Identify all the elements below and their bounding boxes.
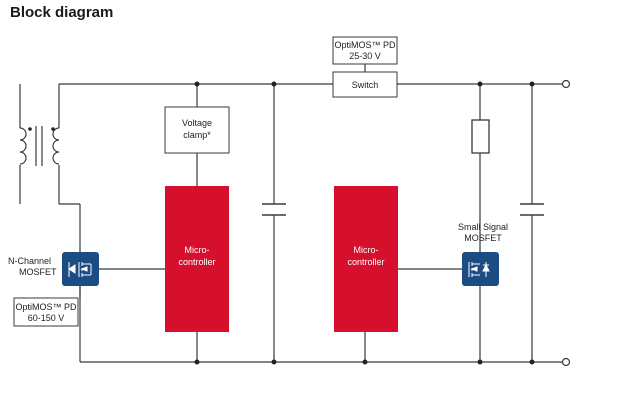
optimos-pd-box-left <box>13 297 79 327</box>
resistor-icon <box>471 119 490 154</box>
voltage-clamp-label-2: clamp* <box>183 130 211 140</box>
voltage-clamp-label: Voltage <box>182 118 212 128</box>
switch-box <box>332 71 398 98</box>
microcontroller-2 <box>334 186 398 332</box>
optimos-pd-left-label: OptiMOS™ PD <box>15 302 77 312</box>
optimos-pd-left-voltage: 60-150 V <box>28 313 65 323</box>
microcontroller-1-label-2: controller <box>178 257 215 267</box>
polarity-dot <box>28 127 32 131</box>
terminal-icon <box>561 79 571 89</box>
voltage-clamp-box <box>164 106 230 154</box>
n-channel-mosfet-label: N-Channel <box>8 256 51 266</box>
capacitor-icon <box>520 203 544 216</box>
microcontroller-1 <box>165 186 229 332</box>
microcontroller-2-label: Micro- <box>354 245 379 255</box>
junction-dots <box>194 81 535 365</box>
optimos-pd-top-label: OptiMOS™ PD <box>334 40 396 50</box>
small-signal-mosfet-label-2: MOSFET <box>464 233 502 243</box>
microcontroller-2-label-2: controller <box>347 257 384 267</box>
mosfet-icon <box>62 252 99 286</box>
small-signal-mosfet-label: Small Signal <box>458 222 508 232</box>
optimos-pd-box-top <box>332 36 398 65</box>
capacitor-icon <box>262 203 286 216</box>
mosfet-icon <box>462 252 499 286</box>
switch-label: Switch <box>352 80 379 90</box>
n-channel-mosfet-label-2: MOSFET <box>19 267 57 277</box>
terminal-icon <box>561 357 571 367</box>
page-title: Block diagram <box>10 4 114 21</box>
microcontroller-1-label: Micro- <box>185 245 210 255</box>
transformer-icon <box>19 126 60 166</box>
optimos-pd-top-voltage: 25-30 V <box>349 51 381 61</box>
polarity-dot <box>51 127 55 131</box>
